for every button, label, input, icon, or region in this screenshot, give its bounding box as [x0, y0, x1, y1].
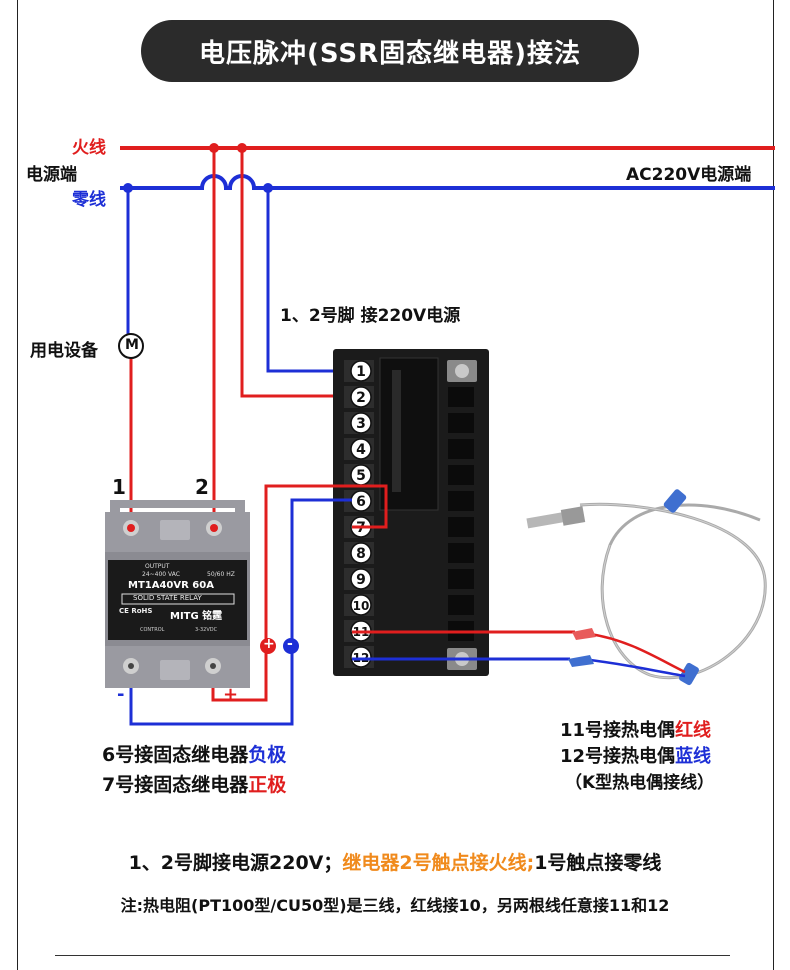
pins-note: 1、2号脚 接220V电源: [280, 306, 461, 326]
plus-marker: [260, 638, 276, 654]
ssr-screw-2: [206, 520, 222, 536]
neutral-line-label: 零线: [72, 190, 106, 210]
controller-terminal-circle: [350, 646, 372, 668]
controller-rib-slot: [448, 387, 474, 407]
ssr-control-range: 3-32VDC: [195, 627, 218, 633]
controller-terminal-circle: [350, 360, 372, 382]
ssr-output-label: OUTPUT: [145, 563, 170, 570]
thermocouple-probe: [526, 511, 568, 529]
minus-marker: [283, 638, 299, 654]
thermo-line11-prefix: 11号接热电偶: [560, 720, 676, 741]
controller-terminal-circle: [350, 412, 372, 434]
controller-terminal-number: 10: [353, 599, 370, 613]
plus-marker-sign: +: [263, 636, 275, 652]
page-title: 电压脉冲(SSR固态继电器)接法: [141, 20, 639, 82]
controller-rib-slot: [448, 517, 474, 537]
controller-rib-slot: [448, 465, 474, 485]
bottom-note-part1: 1、2号脚接电源220V；: [128, 852, 343, 874]
ssr-terminal-2-label: 2: [195, 475, 209, 499]
footnote: 注:热电阻(PT100型/CU50型)是三线，红线接10，另两根线任意接11和1…: [120, 896, 670, 915]
bottom-note: 1、2号脚接电源220V；继电器2号触点接火线;1号触点接零线: [0, 848, 790, 875]
motor-symbol-letter: M: [125, 337, 139, 353]
pin6-note-prefix: 6号接固态继电器: [102, 744, 249, 766]
ac-power-label: AC220V电源端: [626, 165, 752, 185]
bottom-note-part2: 继电器2号触点接火线;: [342, 852, 535, 874]
pin6-note: 6号接固态继电器负极: [102, 740, 286, 767]
controller-terminal-circle: [350, 542, 372, 564]
live-line-label: 火线: [72, 138, 106, 158]
ssr-screw-plus: [205, 658, 221, 674]
live-to-pin2: [240, 148, 350, 398]
thermo-line12-prefix: 12号接热电偶: [560, 746, 676, 767]
ssr-screw-1: [123, 520, 139, 536]
controller-terminal-circle: [350, 594, 372, 616]
bottom-note-part3: 1号触点接零线: [534, 852, 662, 874]
device-label: 用电设备: [30, 341, 98, 361]
controller-terminal-circle: [350, 568, 372, 590]
controller-terminal-circle: [350, 386, 372, 408]
pin7-note: 7号接固态继电器正极: [102, 770, 286, 797]
red-lead: [589, 632, 686, 674]
bottom-rule: [55, 955, 730, 956]
controller-rib-slot: [448, 491, 474, 511]
thermo-line12-highlight: 蓝线: [675, 746, 712, 767]
controller-terminal-number: 8: [356, 546, 366, 562]
controller-rib-slot: [448, 543, 474, 563]
neutral-to-pin1: [266, 188, 350, 373]
pin6-note-highlight: 负极: [248, 744, 287, 766]
ssr-top-bracket: [110, 500, 245, 520]
controller-rib-slot: [448, 413, 474, 433]
ssr-model: MT1A40VR 60A: [128, 580, 214, 591]
frame-right-border: [773, 0, 774, 970]
ssr-freq: 50/60 HZ: [207, 571, 235, 578]
blue-lug: [568, 655, 594, 667]
controller-terminal-circle: [350, 438, 372, 460]
ssr-plus-label: +: [223, 684, 239, 705]
blue-lead: [589, 658, 686, 678]
controller-terminal-number: 9: [356, 572, 366, 588]
ssr-screw-minus: [123, 658, 139, 674]
thermo-line11-highlight: 红线: [675, 720, 712, 741]
ssr-subtitle: SOLID STATE RELAY: [133, 594, 202, 602]
pin7-note-highlight: 正极: [248, 774, 287, 796]
thermocouple-sleeve: [663, 489, 687, 513]
ssr-brand: MITG 铭霆: [170, 611, 223, 622]
controller-rib-slot: [448, 439, 474, 459]
controller-terminal-number: 4: [356, 442, 366, 458]
controller-terminal-number: 6: [356, 494, 366, 510]
controller-terminal-number: 3: [356, 416, 366, 432]
neutral-line: [120, 174, 775, 190]
ssr-minus-label: -: [117, 684, 125, 705]
controller-terminal-number: 5: [356, 468, 366, 484]
controller-rib-slot: [448, 569, 474, 589]
ssr-output-range: 24~400 VAC: [142, 571, 180, 578]
controller-terminal-number: 1: [356, 364, 366, 380]
pin7-to-ssr-plus: [211, 484, 388, 702]
thermo-type-note: （K型热电偶接线）: [565, 773, 715, 793]
power-terminal-label: 电源端: [26, 165, 77, 185]
ssr-cert: CE RoHS: [119, 607, 153, 615]
thermocouple-cable: [579, 502, 767, 680]
controller-face: [379, 357, 439, 511]
thermo-line11-note: 11号接热电偶红线: [560, 716, 711, 742]
ssr-terminal-1-label: 1: [112, 475, 126, 499]
ssr-label-panel: [108, 560, 247, 640]
ssr-subtitle-box: [121, 593, 235, 605]
minus-marker-sign: -: [287, 636, 293, 652]
pin7-note-prefix: 7号接固态继电器: [102, 774, 249, 796]
red-lug: [572, 628, 596, 640]
controller-terminal-number: 2: [356, 390, 366, 406]
controller-rib-slot: [448, 595, 474, 615]
frame-left-border: [17, 0, 18, 970]
controller-slot: [392, 370, 401, 492]
pin6-to-ssr-minus: [129, 498, 352, 726]
thermo-line12-note: 12号接热电偶蓝线: [560, 742, 711, 768]
motor-symbol: [118, 333, 144, 359]
ssr-control-label: CONTROL: [140, 627, 165, 633]
